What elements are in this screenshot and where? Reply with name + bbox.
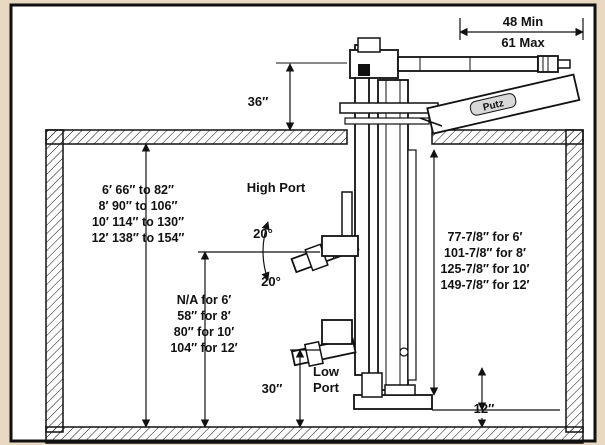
angle-down-label: 20° <box>261 274 281 289</box>
wall-left <box>45 129 64 433</box>
chamber-depth-8ft: 8′ 90″ to 106″ <box>99 199 178 213</box>
mast-length-6ft: 77-7/8″ for 6′ <box>448 230 523 244</box>
mast-length-12ft: 149-7/8″ for 12′ <box>441 278 530 292</box>
low-port-label-line1: Low <box>313 364 340 379</box>
wall-top-right <box>431 129 584 145</box>
low-port-label-line2: Port <box>313 380 340 395</box>
mast-head <box>349 49 399 79</box>
arm-length-min: 48 Min <box>503 14 544 29</box>
angled-arm: Putz <box>426 73 581 135</box>
chamber-depth-12ft: 12′ 138″ to 154″ <box>92 231 185 245</box>
port-height-12ft: 104″ for 12′ <box>170 341 237 355</box>
angle-up-label: 20° <box>253 226 273 241</box>
mast-length-10ft: 125-7/8″ for 10′ <box>441 262 530 276</box>
mast-tube-left <box>354 44 370 376</box>
low-port-nozzle <box>290 319 357 368</box>
arm-length-max: 61 Max <box>501 35 545 50</box>
high-port-label: High Port <box>247 180 306 195</box>
nameplate-text: Putz <box>482 98 505 113</box>
mast-length-8ft: 101-7/8″ for 8′ <box>444 246 526 260</box>
dimension-lines <box>141 18 584 428</box>
port-height-8ft: 58″ for 8′ <box>177 309 230 323</box>
port-height-10ft: 80″ for 10′ <box>174 325 234 339</box>
angle-arc <box>261 221 270 281</box>
mast-tube-main <box>377 79 409 391</box>
wall-top-left <box>45 129 348 145</box>
port-height-6ft: N/A for 6′ <box>177 293 232 307</box>
above-grade-height: 36″ <box>248 94 269 109</box>
top-arm <box>397 55 571 73</box>
wall-floor <box>45 426 584 444</box>
chamber-depth-6ft: 6′ 66″ to 82″ <box>102 183 174 197</box>
chamber-walls <box>45 129 584 444</box>
mast-rod <box>407 149 417 381</box>
high-port-nozzle <box>290 191 360 274</box>
mast-clamp <box>339 102 439 114</box>
wall-right <box>565 129 584 433</box>
nameplate <box>469 93 517 116</box>
floor-gap-label: 12″ <box>474 401 495 416</box>
chamber-depth-10ft: 10′ 114″ to 130″ <box>92 215 184 229</box>
boom-mast <box>339 37 439 410</box>
low-port-height: 30″ <box>262 381 283 396</box>
